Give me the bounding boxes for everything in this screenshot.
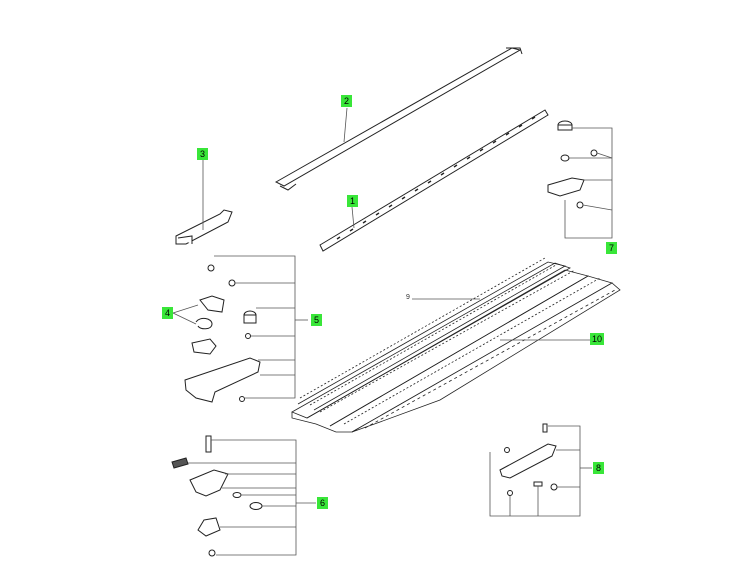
stop-block-leader-lines	[564, 127, 613, 239]
callout-3: 3	[197, 148, 208, 160]
callout-8: 8	[593, 462, 604, 474]
end-stop-leader-lines	[172, 255, 308, 399]
callout-10: 10	[590, 333, 604, 345]
label-9: 9	[406, 294, 410, 301]
angle-stop-leader-lines	[489, 425, 592, 517]
scale-strip	[319, 109, 549, 252]
callout-5: 5	[311, 314, 322, 326]
stop-block-parts	[547, 120, 598, 209]
angle-stop-parts	[499, 423, 558, 496]
callout-2: 2	[341, 95, 352, 107]
callout-4: 4	[162, 307, 173, 319]
callout-7: 7	[606, 242, 617, 254]
guide-rail	[291, 257, 621, 433]
guide-rod	[274, 47, 523, 191]
callout-leader-lines	[202, 107, 590, 341]
end-stop-parts	[184, 264, 261, 403]
clamp-lever	[175, 209, 233, 245]
callout-1: 1	[347, 195, 358, 207]
clamp-kit-parts	[171, 435, 263, 557]
callout-6: 6	[317, 497, 328, 509]
clamp-kit-leader-lines	[188, 439, 316, 556]
